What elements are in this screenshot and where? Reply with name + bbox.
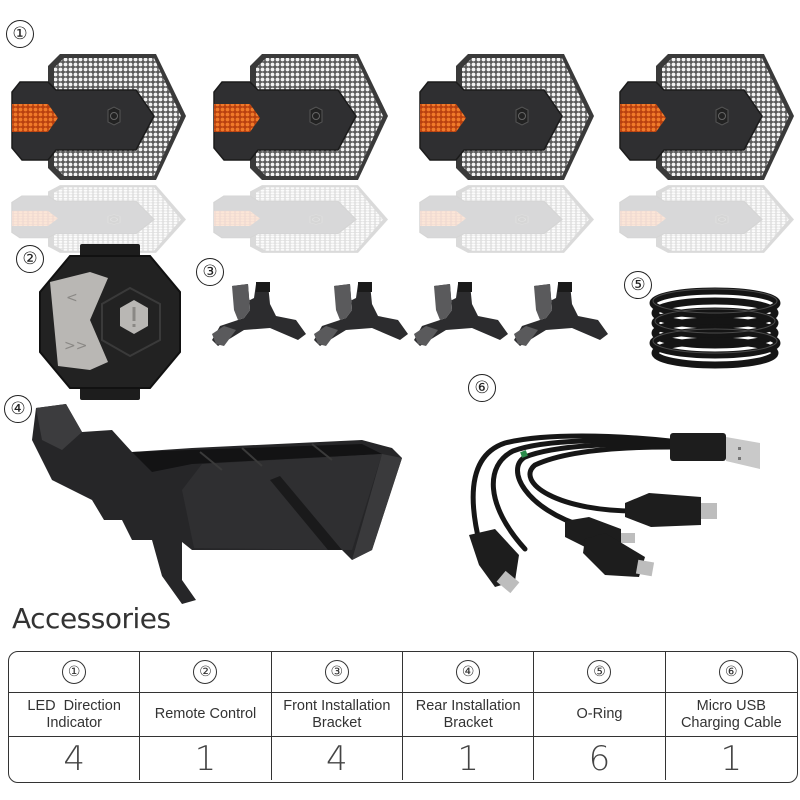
led-indicator-reflection	[616, 184, 796, 254]
rear-bracket-image	[32, 404, 402, 604]
led-indicator-image	[8, 52, 188, 182]
table-cell-name: Remote Control	[140, 693, 272, 737]
item-name-line1: Rear Installation	[415, 697, 521, 714]
table-cell-quantity: 1	[140, 737, 272, 780]
item-name-line2: Bracket	[443, 714, 493, 731]
table-cell-marker: ①	[9, 652, 141, 693]
led-indicator-image	[616, 52, 796, 182]
marker-front-bracket: ③	[196, 258, 224, 286]
marker-usb-cable: ⑥	[719, 660, 744, 684]
o-ring-image	[649, 287, 781, 369]
marker-led-indicator: ①	[62, 660, 87, 684]
table-cell-quantity: 4	[9, 737, 141, 780]
item-name-line1: LED Direction	[27, 697, 121, 714]
table-cell-marker: ②	[140, 652, 272, 693]
item-name-line2: Bracket	[312, 714, 362, 731]
marker-rear-bracket: ④	[456, 660, 481, 684]
marker-remote-control: ②	[193, 660, 218, 684]
remote-control-image: < >>	[39, 244, 181, 400]
item-name-line1: Micro USB	[696, 697, 766, 714]
item-name-line1: Remote Control	[154, 706, 257, 722]
marker-front-bracket: ③	[324, 660, 349, 684]
table-cell-quantity: 6	[534, 737, 666, 780]
usb-cable-image	[469, 433, 760, 594]
marker-o-ring: ⑤	[587, 660, 612, 684]
item-name-line1: Front Installation	[283, 697, 391, 714]
svg-text:>>: >>	[64, 338, 87, 354]
table-cell-marker: ④	[402, 652, 535, 693]
table-cell-name: O-Ring	[534, 693, 666, 737]
table-cell-marker: ⑥	[665, 652, 797, 693]
table-cell-marker: ③	[271, 652, 403, 693]
marker-usb-cable: ⑥	[468, 374, 496, 402]
marker-remote-control: ②	[16, 245, 44, 273]
marker-led-indicator: ①	[6, 20, 34, 48]
led-indicator-reflection	[210, 184, 390, 254]
led-indicator-image	[416, 52, 596, 182]
item-name-line2: Indicator	[46, 714, 102, 731]
led-indicator-image	[210, 52, 390, 182]
accessories-heading: Accessories	[12, 602, 171, 635]
svg-text:<: <	[66, 290, 78, 306]
marker-rear-bracket: ④	[4, 395, 32, 423]
marker-o-ring: ⑤	[624, 271, 652, 299]
item-name-line1: O-Ring	[576, 706, 623, 722]
table-cell-quantity: 4	[272, 737, 403, 780]
led-indicator-reflection	[416, 184, 596, 254]
table-cell-quantity: 1	[720, 738, 743, 779]
front-brackets-image	[212, 282, 608, 346]
table-cell-marker: ⑤	[534, 652, 666, 693]
item-name-line2: Charging Cable	[680, 714, 782, 731]
table-cell-quantity: 1	[403, 737, 535, 780]
